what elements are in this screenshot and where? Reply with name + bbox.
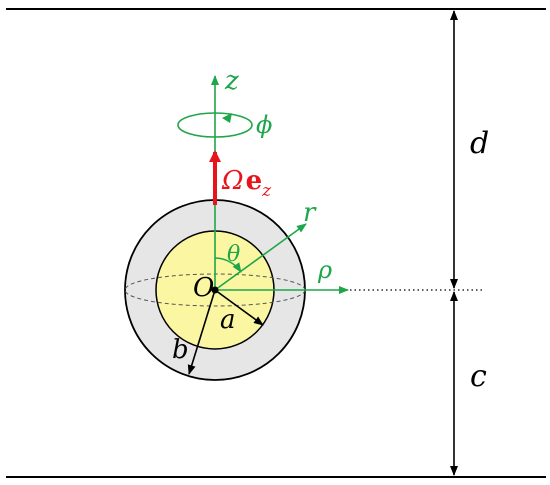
- phi-rotation-arrowhead: [222, 113, 232, 123]
- d-label: d: [470, 126, 489, 161]
- z-label: z: [224, 66, 239, 96]
- rho-label: ρ: [317, 256, 332, 284]
- theta-arc: [214, 257, 242, 273]
- phi-label: ϕ: [256, 111, 272, 139]
- origin-dot: [211, 286, 219, 294]
- a-label: a: [220, 305, 236, 335]
- r-vector-line: [214, 223, 307, 291]
- c-label: c: [470, 359, 487, 394]
- r-label: r: [303, 198, 317, 228]
- omega-label: Ωez: [221, 166, 272, 201]
- b-label: b: [172, 335, 189, 365]
- origin-label: O: [193, 273, 214, 303]
- phi-rotation-ellipse: [177, 112, 253, 138]
- radius-a-arrow: [214, 289, 264, 326]
- radius-b-arrow: [187, 289, 216, 375]
- theta-label: θ: [227, 242, 240, 267]
